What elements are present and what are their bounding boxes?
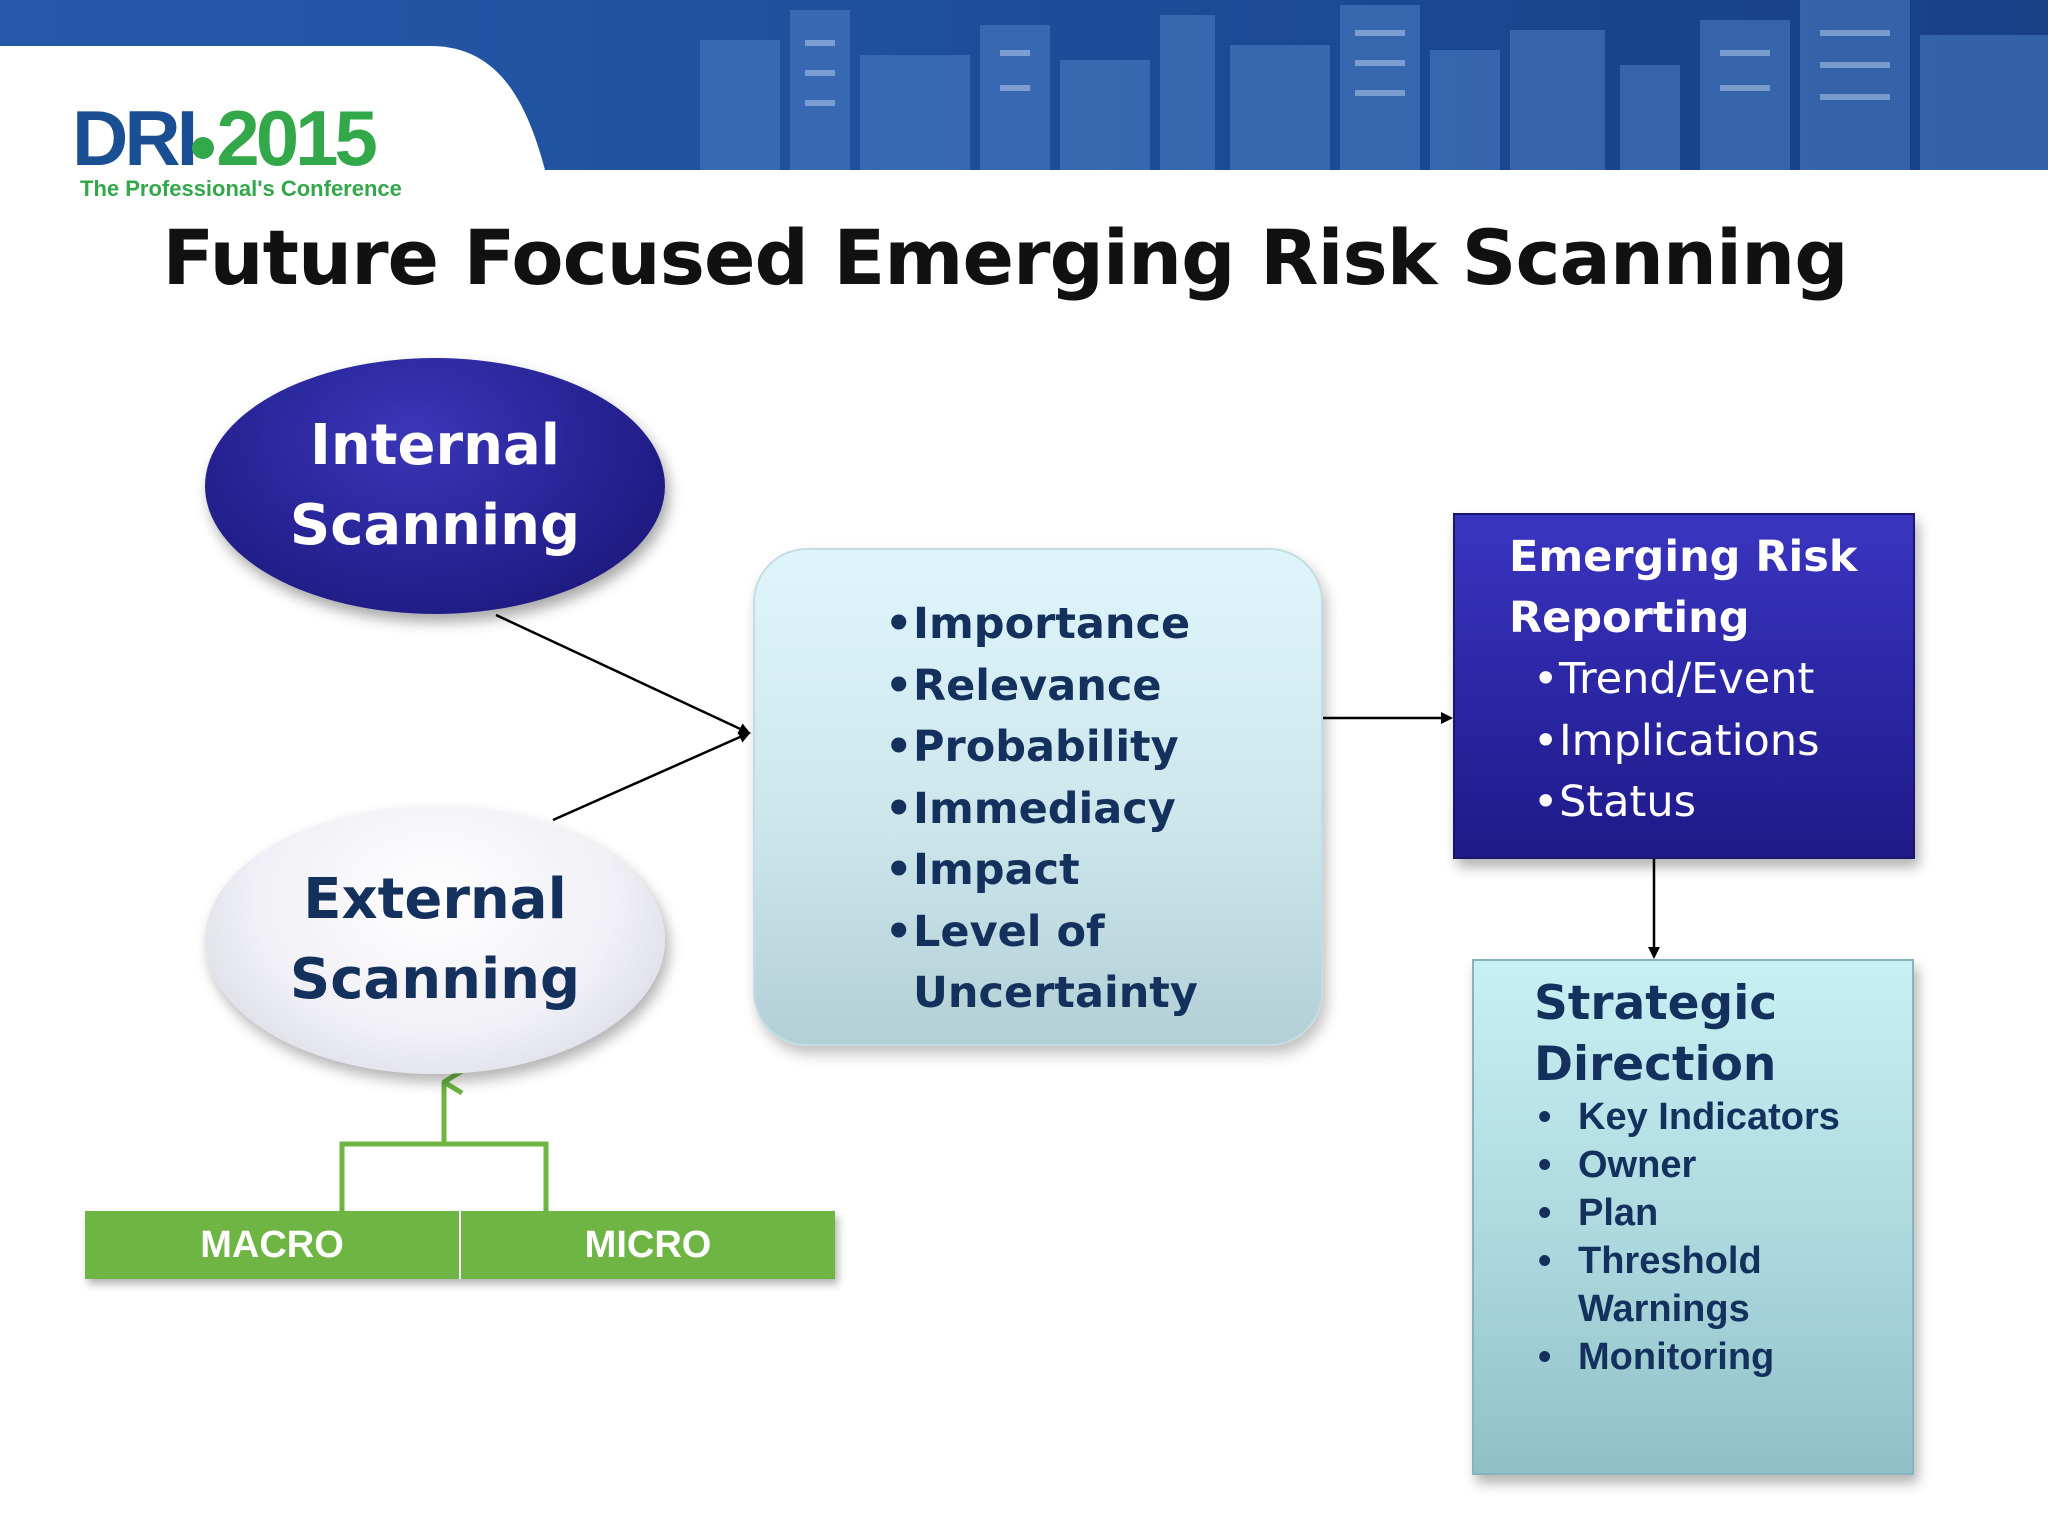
strategy-title: Strategic Direction: [1534, 973, 1894, 1095]
green-connector: [339, 1141, 549, 1211]
internal-scanning-line2: Scanning: [289, 493, 581, 558]
reporting-item: Implications: [1533, 711, 1820, 773]
slide-title: Future Focused Emerging Risk Scanning: [162, 213, 1848, 302]
macro-label: MACRO: [200, 1223, 344, 1266]
strategy-title-line2: Direction: [1534, 1037, 1777, 1092]
risk-criteria-list: Importance Relevance Probability Immedia…: [885, 594, 1198, 1025]
scanning-type-bar: MACRO MICRO: [85, 1211, 835, 1279]
strategy-title-line1: Strategic: [1534, 976, 1778, 1031]
risk-criteria-box: Importance Relevance Probability Immedia…: [753, 548, 1323, 1046]
criteria-item: Importance: [885, 594, 1198, 656]
strategy-item: Key Indicators: [1538, 1093, 1898, 1141]
internal-scanning-oval: Internal Scanning: [205, 358, 665, 614]
reporting-list: Trend/Event Implications Status: [1533, 649, 1820, 834]
strategic-direction-box: Strategic Direction Key Indicators Owner…: [1472, 959, 1914, 1475]
criteria-item-line1: Level of: [913, 906, 1105, 957]
strategy-list: Key Indicators Owner Plan Threshold Warn…: [1538, 1093, 1898, 1381]
criteria-item: Probability: [885, 717, 1198, 779]
criteria-item: Relevance: [885, 656, 1198, 718]
strategy-item: Threshold Warnings: [1538, 1237, 1898, 1333]
reporting-item: Trend/Event: [1533, 649, 1820, 711]
logo-brand: DRI: [72, 94, 198, 182]
arrow-internal-to-criteria: [495, 613, 751, 735]
criteria-item: Impact: [885, 840, 1198, 902]
header-banner: [0, 0, 2048, 170]
internal-scanning-line1: Internal: [310, 413, 560, 478]
reporting-title: Emerging Risk Reporting: [1509, 532, 1858, 643]
emerging-risk-reporting-box: Emerging Risk Reporting Trend/Event Impl…: [1453, 513, 1915, 859]
logo-tagline: The Professional's Conference: [80, 176, 402, 201]
strategy-item: Monitoring: [1538, 1333, 1898, 1381]
arrow-external-to-criteria: [552, 731, 751, 822]
logo-year: 2015: [216, 94, 378, 182]
logo-dot-icon: [192, 137, 215, 159]
strategy-item: Owner: [1538, 1141, 1898, 1189]
strategy-item: Plan: [1538, 1189, 1898, 1237]
reporting-item: Status: [1533, 772, 1820, 834]
criteria-item: Immediacy: [885, 779, 1198, 841]
external-scanning-line2: Scanning: [289, 947, 581, 1012]
criteria-item-level-of-uncertainty: Level of Uncertainty: [885, 902, 1198, 1025]
city-skyline: [700, 0, 2048, 170]
external-scanning-line1: External: [303, 867, 567, 932]
criteria-item-line2: Uncertainty: [913, 968, 1198, 1018]
external-scanning-oval: External Scanning: [205, 806, 665, 1074]
micro-label: MICRO: [459, 1211, 835, 1279]
